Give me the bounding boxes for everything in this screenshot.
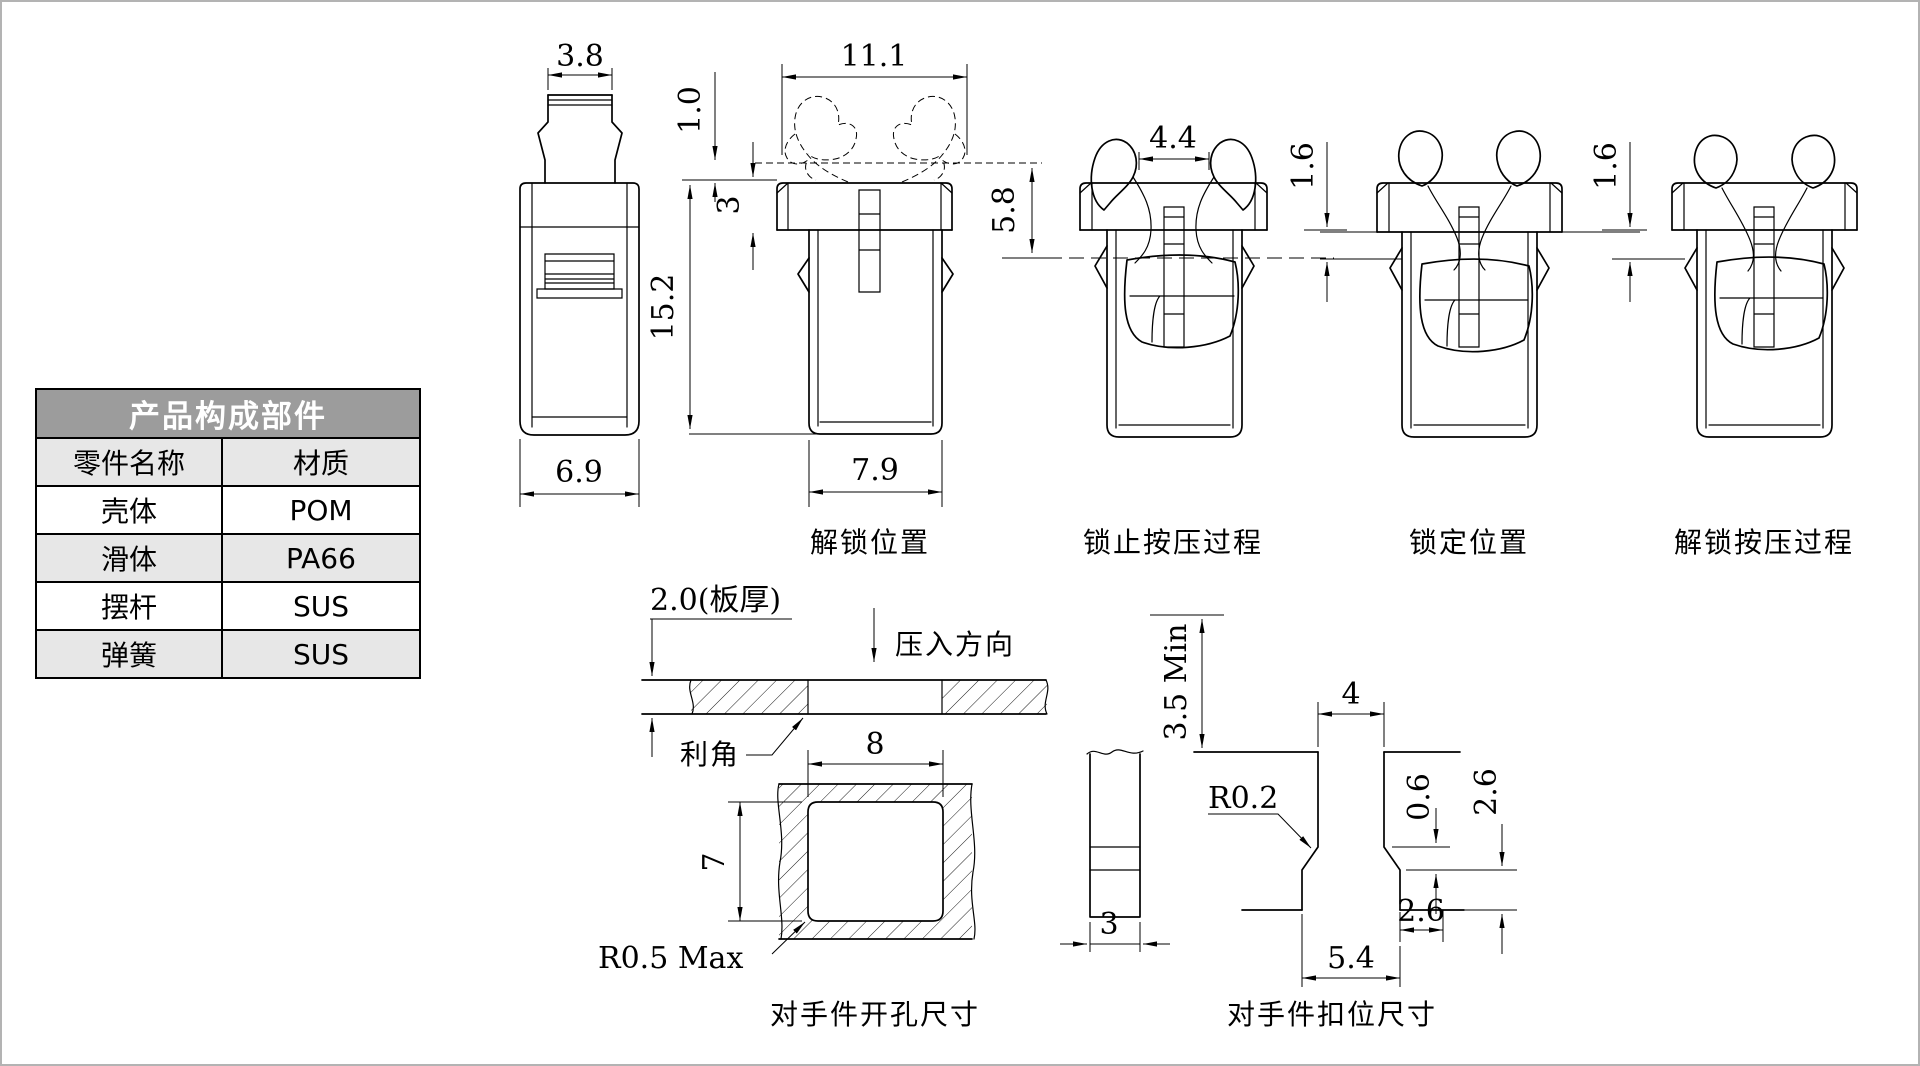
view-label-unlock-press: 解锁按压过程: [1674, 526, 1854, 559]
dim-slot-width: 4: [1341, 677, 1360, 712]
table-row: 壳体 POM: [35, 485, 421, 535]
hole-detail: 2.0(板厚) 压入方向 利角 8 7 R0.5 Max: [598, 583, 1049, 1031]
dim-plate-thickness: 2.0(板厚): [650, 583, 781, 618]
part-material: SUS: [221, 581, 421, 631]
table-row: 滑体 PA66: [35, 533, 421, 583]
col-header-part: 零件名称: [35, 437, 223, 487]
dim-knob-width: 3.8: [556, 39, 604, 74]
dim-wing-span: 11.1: [841, 39, 908, 74]
view-unlock-position: 11.1 1.0 3 15.2 7.9 5.8 解锁位置: [646, 39, 1047, 559]
parts-table-title: 产品构成部件: [35, 388, 421, 439]
view-label-locked: 锁定位置: [1409, 526, 1529, 559]
dim-corner-radius: R0.5 Max: [598, 941, 743, 976]
dim-panel-offset-left: 1.6: [1286, 142, 1347, 302]
dim-overall-height: 15.2: [646, 274, 681, 341]
dim-rib-thickness: 3: [1099, 907, 1118, 942]
col-header-material: 材质: [221, 437, 421, 487]
parts-table: 产品构成部件 零件名称 材质 壳体 POM 滑体 PA66 摆杆 SUS 弹簧 …: [35, 388, 421, 679]
view-unlock-press: 解锁按压过程: [1671, 134, 1858, 559]
part-name: 滑体: [35, 533, 223, 583]
part-name: 摆杆: [35, 581, 223, 631]
svg-text:1.6: 1.6: [1286, 142, 1321, 190]
dim-opening-width: 5.4: [1327, 941, 1375, 976]
dim-depth-right: 2.6: [1469, 768, 1504, 816]
dim-wing-height: 5.8: [987, 186, 1022, 234]
dim-min-depth: 3.5 Min: [1159, 624, 1194, 741]
dim-width-right: 2.6: [1397, 894, 1445, 929]
part-name: 壳体: [35, 485, 223, 535]
dim-wing-inner-gap: 4.4: [1149, 121, 1197, 156]
press-direction-label: 压入方向: [895, 628, 1015, 661]
dim-hole-height: 7: [697, 852, 732, 871]
part-material: PA66: [221, 533, 421, 583]
view-locked: 锁定位置: [1320, 130, 1640, 559]
dim-wing-gap: 1.0: [673, 86, 708, 134]
view-label-unlock-position: 解锁位置: [810, 526, 930, 559]
catch-detail: 3 3.5 Min 4 R0.2 0.6 2.6: [1060, 614, 1517, 1031]
dim-radius: R0.2: [1208, 781, 1278, 816]
svg-text:1.6: 1.6: [1589, 142, 1624, 190]
catch-detail-label: 对手件扣位尺寸: [1227, 998, 1437, 1031]
view-side: 3.8 6.9: [519, 39, 640, 507]
dim-leg-width: 7.9: [851, 453, 899, 488]
hole-detail-label: 对手件开孔尺寸: [770, 998, 980, 1031]
table-row: 摆杆 SUS: [35, 581, 421, 631]
sharp-edge-label: 利角: [680, 738, 740, 771]
dim-body-width: 6.9: [555, 455, 603, 490]
part-material: SUS: [221, 629, 421, 679]
dim-step-height: 0.6: [1402, 773, 1437, 821]
dim-hole-width: 8: [865, 727, 884, 762]
view-label-lock-press: 锁止按压过程: [1083, 526, 1263, 559]
dim-flange-thickness: 3: [712, 195, 747, 214]
dim-panel-offset-right: 1.6: [1589, 142, 1685, 302]
part-name: 弹簧: [35, 629, 223, 679]
part-material: POM: [221, 485, 421, 535]
view-lock-press: 4.4 锁止按压过程: [1079, 121, 1268, 559]
table-row: 弹簧 SUS: [35, 629, 421, 679]
